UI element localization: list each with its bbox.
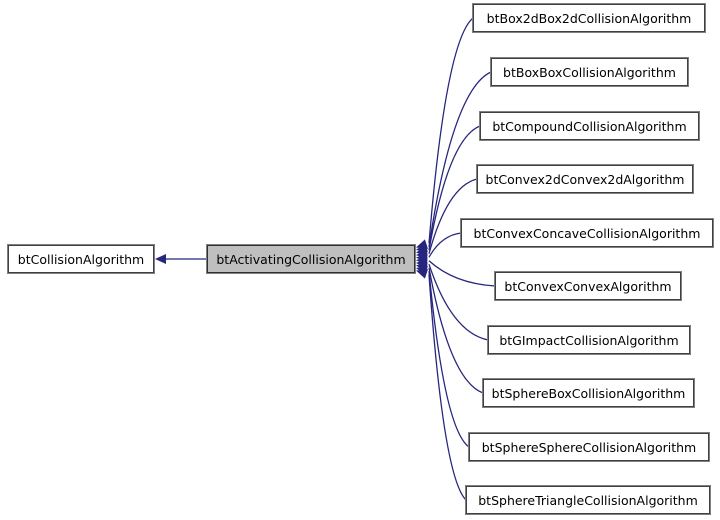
arrowhead-derived-9 xyxy=(416,269,429,279)
class-node-btSphereBoxCollisionAlgorithm[interactable]: btSphereBoxCollisionAlgorithm xyxy=(482,378,695,408)
class-node-btBoxBoxCollisionAlgorithm[interactable]: btBoxBoxCollisionAlgorithm xyxy=(490,57,689,87)
arrowhead-derived-3 xyxy=(416,249,428,259)
arrowhead-derived-7 xyxy=(416,262,428,273)
arrowhead-root-to-base xyxy=(155,254,166,264)
arrowhead-derived-5 xyxy=(416,255,428,266)
edge-derived-0-to-root xyxy=(428,17,474,244)
class-node-btConvex2dConvex2dAlgorithm[interactable]: btConvex2dConvex2dAlgorithm xyxy=(476,164,694,194)
class-node-label: btConvexConvexAlgorithm xyxy=(504,278,672,294)
arrowhead-derived-4 xyxy=(416,252,428,263)
class-node-label: btCollisionAlgorithm xyxy=(17,251,145,267)
class-node-label: btBoxBoxCollisionAlgorithm xyxy=(503,64,676,80)
arrowhead-derived-8 xyxy=(416,265,428,276)
class-node-label: btActivatingCollisionAlgorithm xyxy=(216,251,406,267)
arrowhead-derived-1 xyxy=(416,242,428,253)
class-node-label: btConvexConcaveCollisionAlgorithm xyxy=(473,225,701,241)
arrowhead-derived-6 xyxy=(416,259,428,269)
class-node-label: btBox2dBox2dCollisionAlgorithm xyxy=(486,10,692,26)
class-node-label: btSphereTriangleCollisionAlgorithm xyxy=(478,492,698,508)
class-node-btActivatingCollisionAlgorithm[interactable]: btActivatingCollisionAlgorithm xyxy=(206,244,416,274)
arrowhead-derived-0 xyxy=(416,239,429,249)
edge-derived-5-to-root xyxy=(428,260,496,287)
class-node-btConvexConvexAlgorithm[interactable]: btConvexConvexAlgorithm xyxy=(494,271,682,301)
class-node-btGImpactCollisionAlgorithm[interactable]: btGImpactCollisionAlgorithm xyxy=(487,325,691,355)
class-node-label: btConvex2dConvex2dAlgorithm xyxy=(485,171,685,187)
class-node-btSphereTriangleCollisionAlgorithm[interactable]: btSphereTriangleCollisionAlgorithm xyxy=(465,485,711,515)
edge-derived-9-to-root xyxy=(428,274,467,501)
class-node-btCollisionAlgorithm[interactable]: btCollisionAlgorithm xyxy=(7,244,155,274)
edge-derived-7-to-root xyxy=(428,267,484,394)
edge-derived-6-to-root xyxy=(428,264,489,341)
class-node-btCompoundCollisionAlgorithm[interactable]: btCompoundCollisionAlgorithm xyxy=(479,111,700,141)
edge-derived-4-to-root xyxy=(428,232,462,258)
class-node-label: btSphereSphereCollisionAlgorithm xyxy=(481,439,697,455)
arrowhead-derived-2 xyxy=(416,245,428,256)
class-node-btConvexConcaveCollisionAlgorithm[interactable]: btConvexConcaveCollisionAlgorithm xyxy=(460,218,714,248)
class-node-label: btGImpactCollisionAlgorithm xyxy=(499,332,679,348)
class-node-btSphereSphereCollisionAlgorithm[interactable]: btSphereSphereCollisionAlgorithm xyxy=(468,432,710,462)
class-node-label: btSphereBoxCollisionAlgorithm xyxy=(491,385,686,401)
class-node-btBox2dBox2dCollisionAlgorithm[interactable]: btBox2dBox2dCollisionAlgorithm xyxy=(472,3,706,33)
class-node-label: btCompoundCollisionAlgorithm xyxy=(492,118,687,134)
edge-derived-8-to-root xyxy=(428,271,470,448)
